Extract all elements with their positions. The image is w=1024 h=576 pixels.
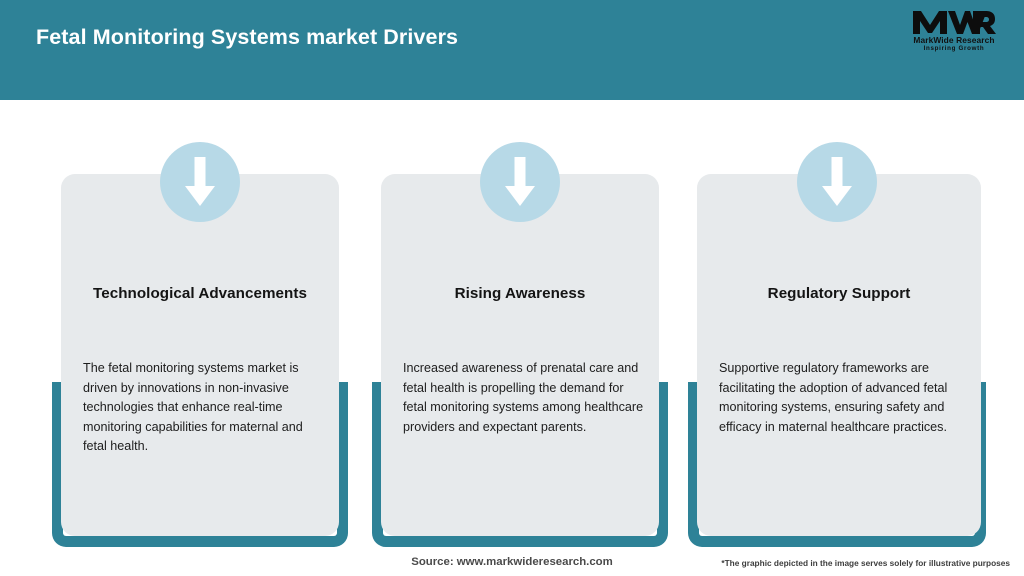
mwr-logo-icon <box>913 11 996 34</box>
page-title: Fetal Monitoring Systems market Drivers <box>36 25 459 49</box>
down-arrow-icon <box>160 142 240 222</box>
down-arrow-glyph <box>185 157 215 206</box>
card-body-text: Increased awareness of prenatal care and… <box>403 361 644 434</box>
logo-tagline: Inspiring Growth <box>923 45 985 52</box>
card-accent-frame <box>52 382 348 547</box>
source-label: Source: www.markwideresearch.com <box>411 556 613 568</box>
disclaimer-label: *The graphic depicted in the image serve… <box>721 558 1010 568</box>
card-title: Technological Advancements <box>93 285 307 302</box>
down-arrow-glyph <box>505 157 535 206</box>
card-body-text: Supportive regulatory frameworks are fac… <box>719 361 948 434</box>
down-arrow-glyph <box>822 157 852 206</box>
card-title: Regulatory Support <box>767 285 911 302</box>
brand-logo: MarkWide Research Inspiring Growth <box>902 9 1006 57</box>
card-accent-frame <box>372 382 668 547</box>
card-surface: Rising Awareness Increased awareness of … <box>381 174 659 536</box>
header-band <box>0 0 1024 100</box>
logo-company-name: MarkWide Research <box>913 35 995 45</box>
down-arrow-icon <box>480 142 560 222</box>
card-surface: Technological Advancements The fetal mon… <box>61 174 339 536</box>
card-title: Rising Awareness <box>454 285 586 302</box>
down-arrow-icon <box>797 142 877 222</box>
card-surface: Regulatory Support Supportive regulatory… <box>697 174 981 536</box>
card-body-text: The fetal monitoring systems market is d… <box>83 361 303 453</box>
